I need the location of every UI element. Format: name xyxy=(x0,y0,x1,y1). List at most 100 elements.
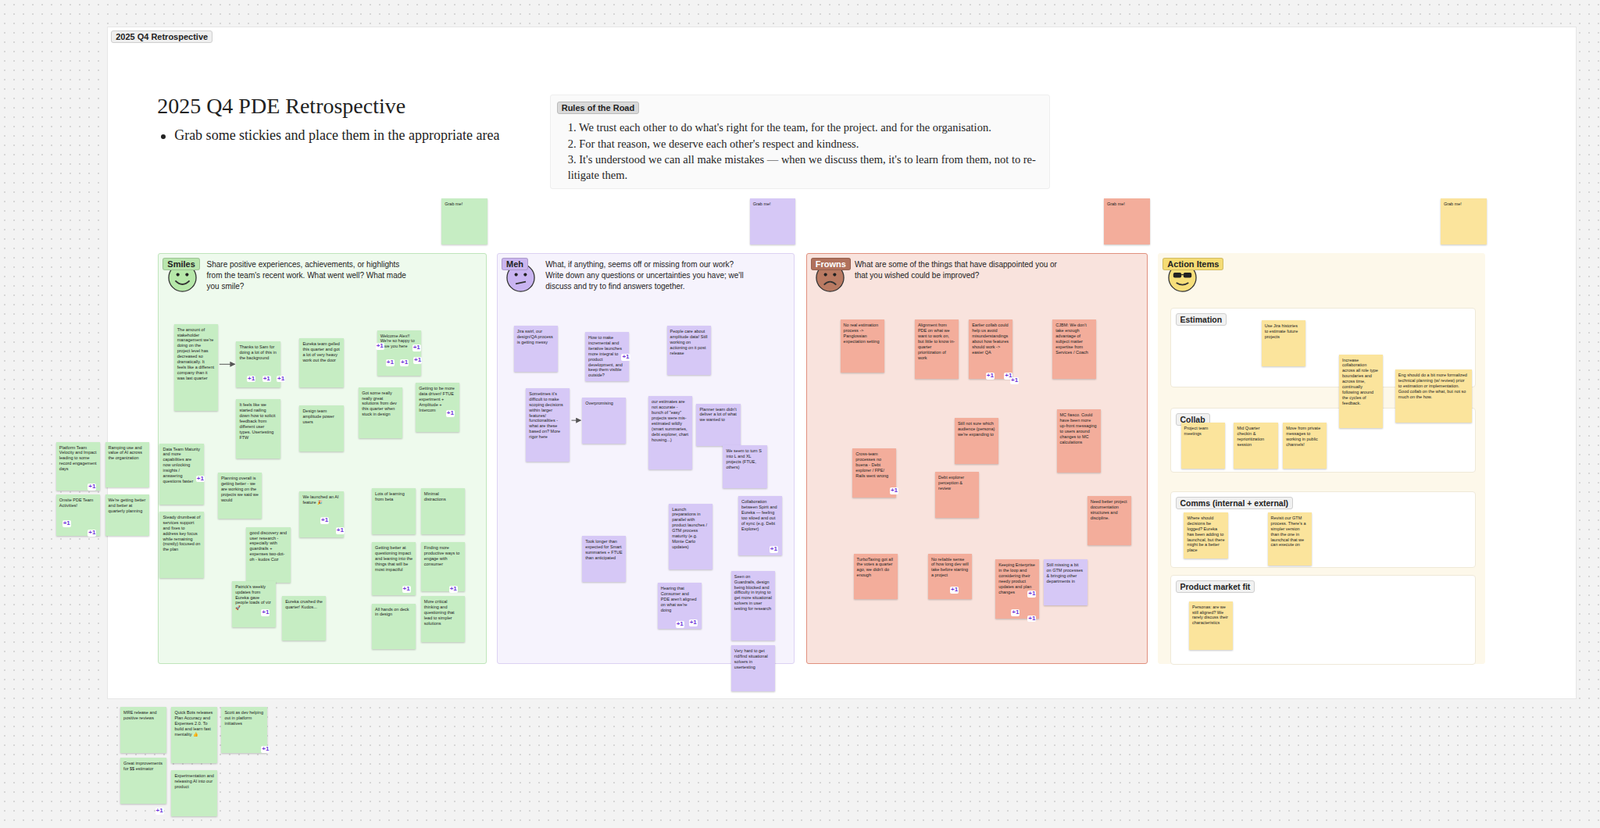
board-title: 2025 Q4 PDE Retrospective xyxy=(157,93,406,119)
sticky-text: People care about amplitude data! Still … xyxy=(670,328,708,356)
sticky-note: Design team amplitude power users xyxy=(299,405,343,452)
sticky-text: Use Jira histories to estimate future pr… xyxy=(1264,323,1303,340)
sticky-note: Jira swirl, our design/QA process is get… xyxy=(514,325,558,372)
sticky-text: Where should decisions be logged? Eureka… xyxy=(1186,515,1225,554)
sticky-text: Grab me! xyxy=(1107,201,1147,208)
sticky-text: Still not sure which audience (persona) … xyxy=(957,421,996,438)
sticky-text: Grab me! xyxy=(753,201,793,208)
sticky-note: Earlier collab could help us avoid misun… xyxy=(968,319,1013,379)
vote-badge: +1 xyxy=(196,475,205,483)
vote-badge: +1 xyxy=(675,621,685,629)
sticky-note: Launch preparations in parallel with pro… xyxy=(668,503,713,571)
rule-item: 2. For that reason, we deserve each othe… xyxy=(557,136,1043,153)
sticky-note: Quick Bots releases Plan Accuracy and Ex… xyxy=(171,707,218,764)
sticky-note: Debt explorer perception & review xyxy=(935,471,979,518)
sticky-note: Lots of learning from beta xyxy=(371,488,416,535)
sticky-text: MRE release and positive reviews xyxy=(123,710,164,722)
vote-badge: +1 xyxy=(412,344,422,352)
sticky-text: We're getting better and better at quart… xyxy=(108,497,147,515)
sticky-note: Ramping use and value of AI across the o… xyxy=(105,442,150,489)
sticky-text: We launched an AI feature 🎉 xyxy=(302,494,340,506)
column-region: SmilesShare positive experiences, achiev… xyxy=(157,253,487,665)
sticky-note: People care about amplitude data! Still … xyxy=(667,325,711,375)
vote-badge: +1 xyxy=(950,586,959,594)
vote-badge: +1 xyxy=(335,527,345,535)
vote-badge: +1 xyxy=(262,375,272,383)
section-box: Comms (internal + external) Where should … xyxy=(1170,491,1477,568)
column-description: What are some of the things that have di… xyxy=(854,259,1060,282)
sticky-note: Minimal distractions xyxy=(421,488,465,535)
section-box: Product market fitPersonas: are we still… xyxy=(1170,575,1477,665)
sticky-text: Onsite PDE Team Activities! xyxy=(59,497,97,509)
vote-badge: +1 xyxy=(276,375,286,383)
vote-badge: +1 xyxy=(621,353,630,361)
sticky-note: Grab me! xyxy=(750,198,797,245)
sticky-note: Eureka team gelled this quarter and got … xyxy=(299,338,343,388)
sticky-note: Sometimes it's difficult to make scoping… xyxy=(525,388,570,462)
sticky-text: Quick Bots releases Plan Accuracy and Ex… xyxy=(174,710,215,737)
sticky-text: Lots of learning from beta xyxy=(375,491,413,503)
sticky-text: Collaboration between Spirit and Eureka … xyxy=(741,499,779,532)
sticky-text: TurboTaxing got all the votes a quarter … xyxy=(857,557,895,579)
vote-badge: +1 xyxy=(449,585,458,593)
sticky-text: Need better project documentation struct… xyxy=(1090,499,1129,522)
sticky-text: How to make incremental and iterative la… xyxy=(588,335,626,379)
sticky-note: The amount of stakeholder management we'… xyxy=(174,324,218,411)
sticky-note: Grab me! xyxy=(441,198,488,245)
section-tag: Comms (internal + external) xyxy=(1175,496,1294,510)
sticky-note: Alignment from PDE on what we want to wo… xyxy=(914,319,959,379)
sticky-text: Increase collaboration across all role t… xyxy=(1342,357,1380,407)
instruction-note: Grab some stickies and place them in the… xyxy=(157,127,500,144)
sticky-note: No real estimation process -> Panglossia… xyxy=(840,319,885,373)
sticky-note: Where should decisions be logged? Eureka… xyxy=(1183,512,1228,559)
vote-badge: +1 xyxy=(1010,609,1020,617)
vote-badge: +1 xyxy=(260,746,270,754)
sticky-text: Design team amplitude power users xyxy=(302,408,340,425)
sticky-note: Great improvements for $$ estimator xyxy=(120,757,167,804)
sticky-text: More critical thinking and questioning t… xyxy=(424,599,462,626)
column-tag: Frowns xyxy=(810,257,851,271)
sticky-note: It feels like we started nailing down ho… xyxy=(235,399,280,459)
sticky-note: We're getting better and better at quart… xyxy=(105,494,150,536)
sticky-text: good discovery and user research - espec… xyxy=(249,530,287,563)
board-frame: 2025 Q4 RetrospectiveRules of the Road1.… xyxy=(107,26,1577,700)
rules-tag: Rules of the Road xyxy=(557,101,640,115)
sticky-note: Very hard to get rid/find situational so… xyxy=(731,645,775,692)
sticky-text: No real estimation process -> Panglossia… xyxy=(843,322,882,345)
sticky-note: Need better project documentation struct… xyxy=(1087,496,1132,546)
sticky-note: Grab me! xyxy=(1440,198,1487,245)
vote-badge: +1 xyxy=(320,517,329,525)
sticky-text: It feels like we started nailing down ho… xyxy=(239,402,277,440)
vote-badge: +1 xyxy=(246,375,256,383)
vote-badge: +1 xyxy=(402,585,411,593)
sticky-text: Experimentation and releasing AI into ou… xyxy=(174,773,215,790)
vote-badge: +1 xyxy=(446,410,455,418)
column-description: Share positive experiences, achievements… xyxy=(207,259,412,293)
sticky-note: Eureka crushed the quarter! Kudos... xyxy=(282,596,326,640)
rule-item: 3. It's understood we can all make mista… xyxy=(557,152,1043,183)
vote-badge: +1 xyxy=(155,807,165,815)
sticky-text: MC fiasco. Could have been more up-front… xyxy=(1060,412,1098,445)
sticky-text: Mid Quarter checkin & reprioritization s… xyxy=(1236,425,1275,448)
column-region: Action ItemsEstimationUse Jira histories… xyxy=(1157,253,1486,665)
sticky-text: Still missing a bit on GTM processes & b… xyxy=(1046,562,1085,585)
sticky-text: Data Team Maturity and more capabilities… xyxy=(162,446,200,485)
sticky-text: Scott as dev helping out in platform ini… xyxy=(224,710,265,727)
column-description: What, if anything, seems off or missing … xyxy=(545,259,750,293)
sticky-text: Overpromising xyxy=(585,400,623,407)
sticky-text: Seen on Guardrails, design being blocked… xyxy=(734,574,772,612)
sticky-note: Planner team didn't deliver a lot of wha… xyxy=(696,403,740,447)
sticky-text: Grab me! xyxy=(1443,201,1484,208)
vote-badge: +1 xyxy=(413,357,422,365)
vote-badge: +1 xyxy=(689,619,698,627)
sticky-text: Thanks to Sam for doing a lot of this in… xyxy=(239,344,277,361)
sticky-note: MC fiasco. Could have been more up-front… xyxy=(1057,409,1101,473)
sticky-note: Data Team Maturity and more capabilities… xyxy=(159,443,204,505)
section-tag: Estimation xyxy=(1175,313,1228,326)
sticky-text: Finding more productive ways to engage w… xyxy=(424,545,462,568)
sticky-text: Getting better at questioning impact and… xyxy=(375,545,413,572)
sticky-text: Cross-team processes no buena - Debt exp… xyxy=(855,451,893,479)
section-box: EstimationUse Jira histories to estimate… xyxy=(1170,307,1477,388)
sticky-note: Patrick's weekly updates from Eureka gav… xyxy=(232,581,276,628)
sticky-text: Getting to be more data driven! FTUE exp… xyxy=(418,385,457,413)
